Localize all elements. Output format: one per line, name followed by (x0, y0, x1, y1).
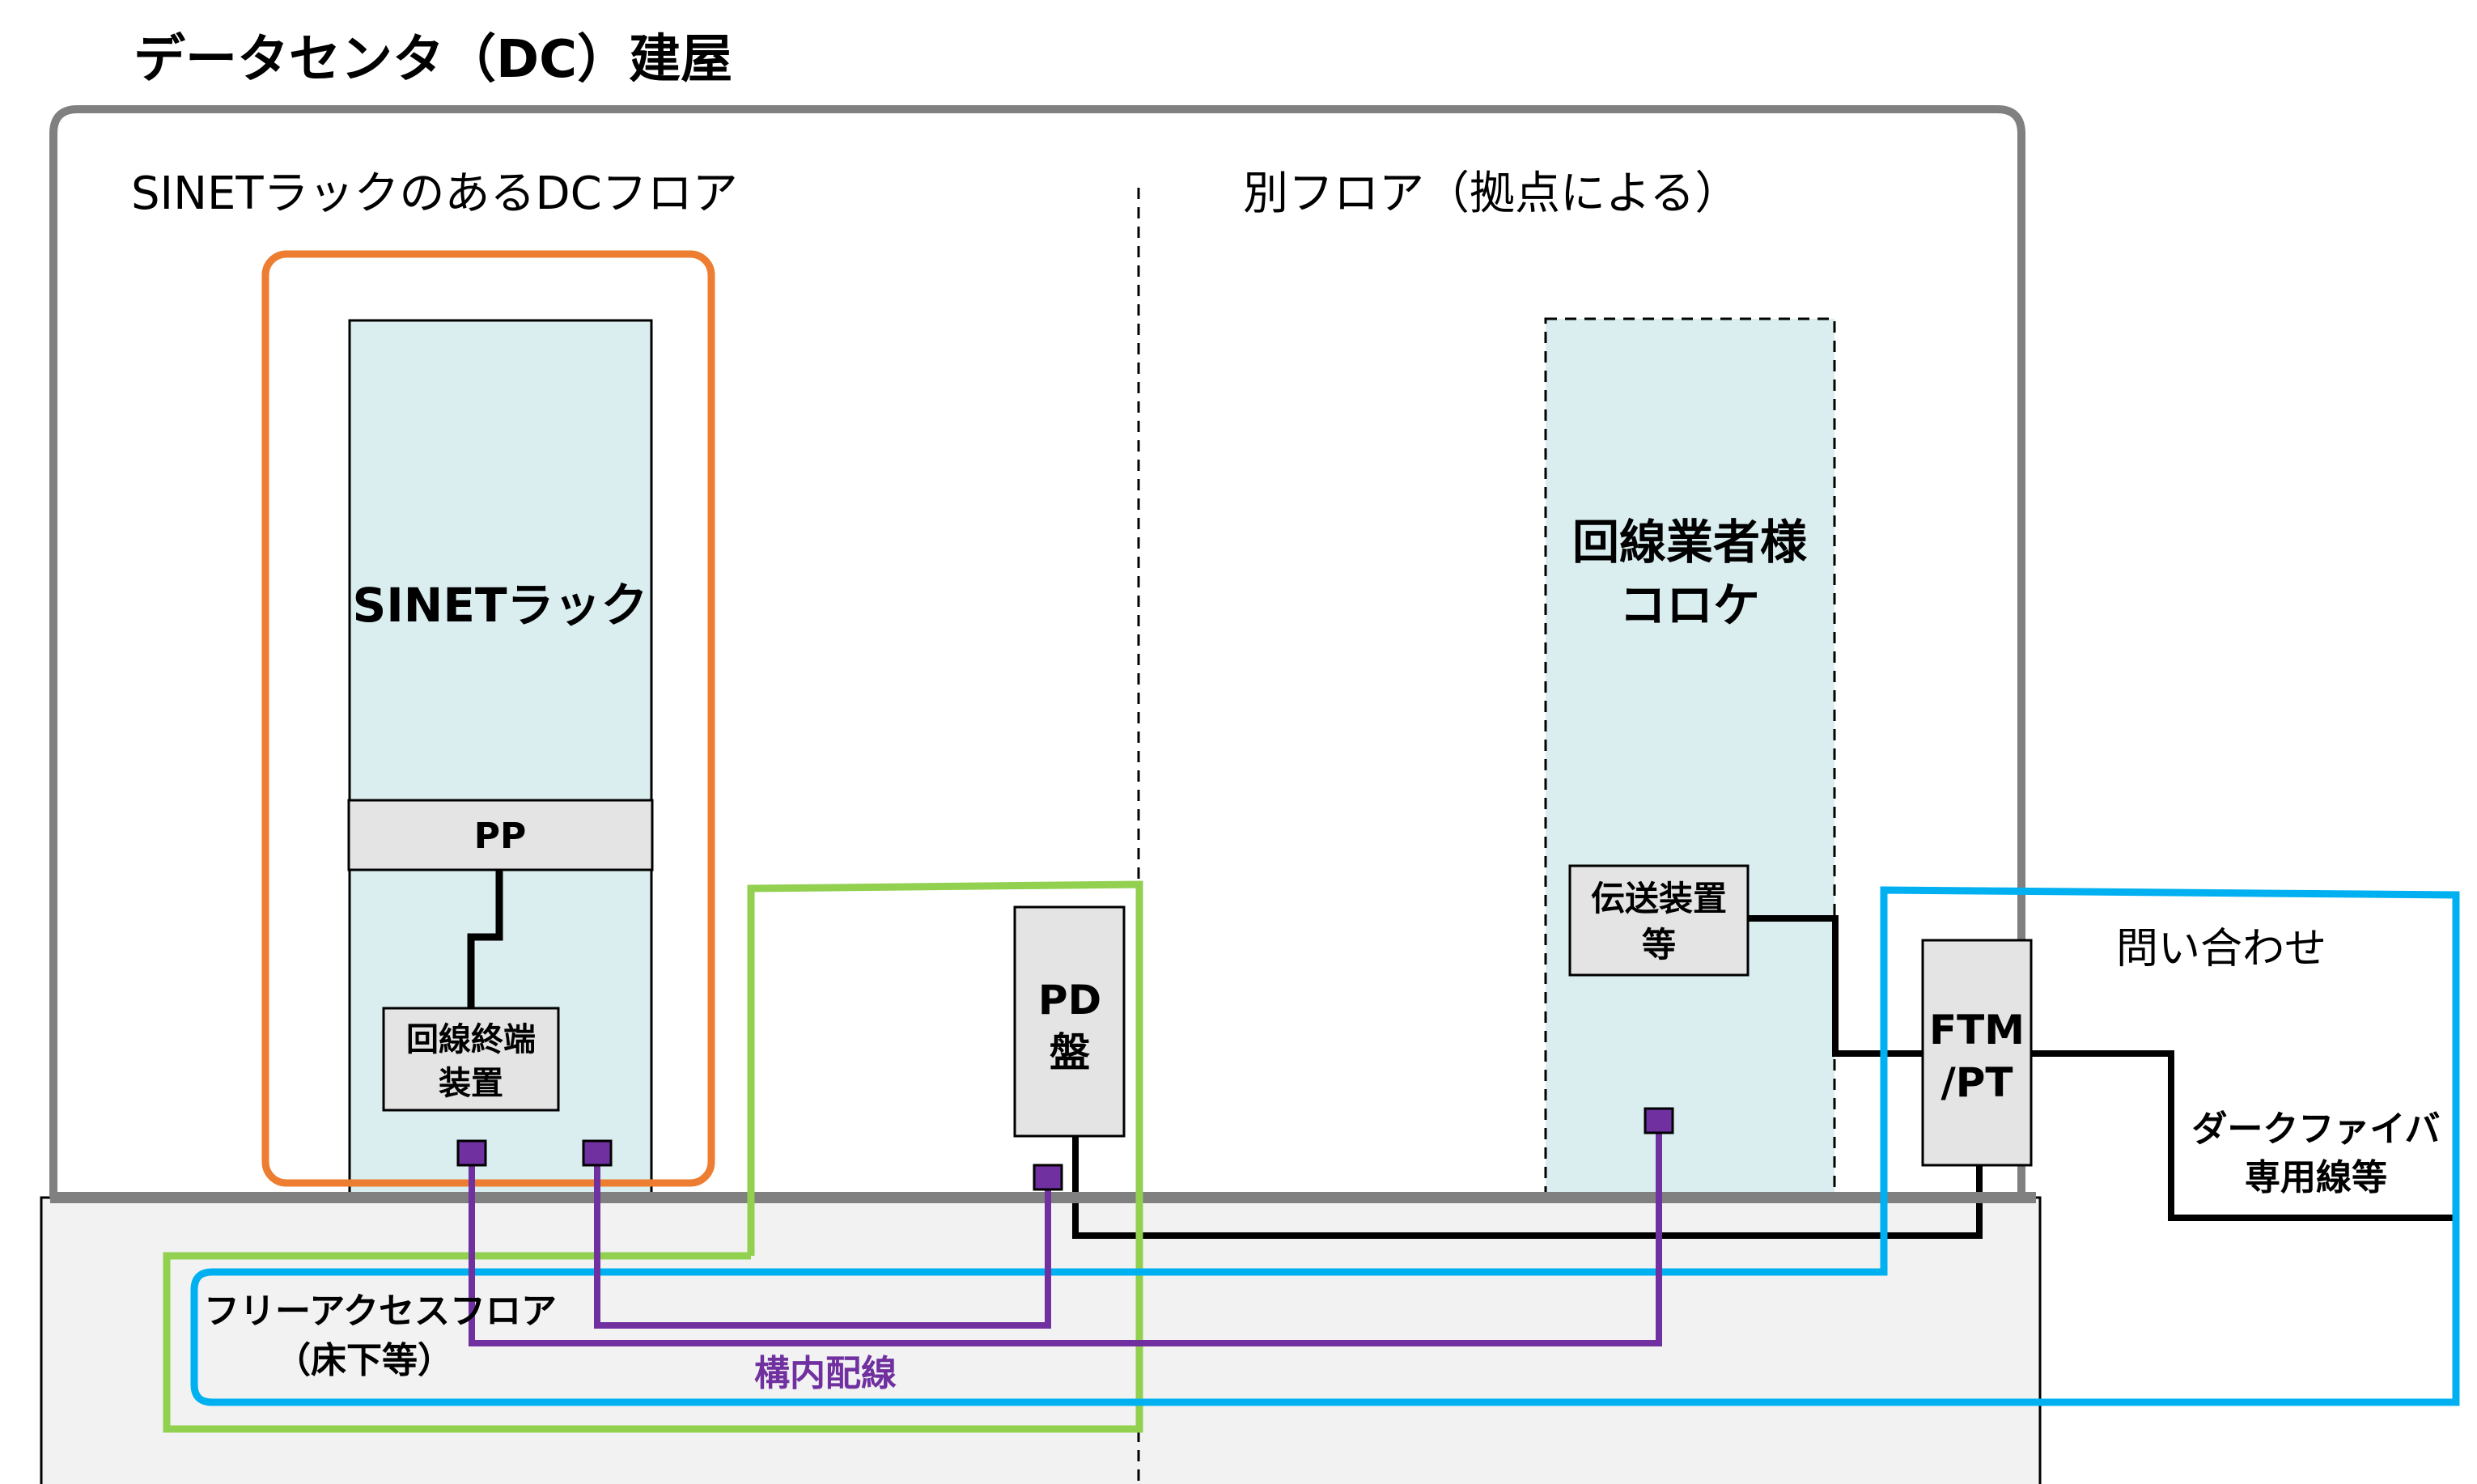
pp-terminal-cable (467, 870, 503, 1008)
page-title: データセンタ（DC）建屋 (134, 30, 732, 90)
wiring-port-colo (1644, 1107, 1674, 1134)
terminal-device (382, 1007, 560, 1112)
patch-panel (347, 799, 654, 871)
terminal-device-label-1: 回線終端 (406, 1021, 536, 1058)
internal-wiring-1 (469, 1133, 1662, 1346)
inquiry-label: 問い合わせ (2116, 925, 2326, 973)
colocation-area (1544, 317, 1836, 1199)
patch-panel-label: PP (474, 816, 527, 857)
dark-fiber-label-2: 専用線等 (2245, 1157, 2387, 1198)
blue-scope-boundary (190, 886, 2460, 1406)
free-access-floor-label-1: フリーアクセスフロア (204, 1291, 557, 1332)
transmission-device-label-2: 等 (1642, 925, 1676, 965)
ftm-pt-device (1921, 939, 2033, 1167)
internal-wiring-label: 構内配線 (754, 1353, 897, 1394)
colocation-label-1: 回線業者様 (1572, 515, 1808, 570)
pd-panel-label-1: PD (1038, 977, 1101, 1024)
wiring-port-2 (582, 1139, 613, 1167)
green-scope-boundary (163, 880, 1143, 1433)
free-access-floor-label-2: （床下等） (275, 1340, 453, 1381)
wiring-port-pd (1033, 1164, 1063, 1191)
terminal-device-label-2: 装置 (439, 1065, 503, 1102)
building-outline (49, 105, 2025, 1198)
pd-panel-label-2: 盤 (1050, 1029, 1090, 1076)
other-floor-label: 別フロア（拠点による） (1243, 167, 1740, 220)
dark-fiber-label-1: ダークファイバ (2191, 1109, 2440, 1150)
transmission-ftm-cable (1748, 915, 1923, 1057)
colocation-label-2: コロケ (1619, 578, 1760, 633)
pd-panel (1013, 905, 1126, 1138)
ftm-label-1: FTM (1929, 1007, 2025, 1054)
sinet-rack-label: SINETラック (352, 578, 647, 633)
wiring-port-1 (456, 1139, 487, 1167)
dark-fiber-cable (2031, 1050, 2454, 1221)
transmission-device-label-1: 伝送装置 (1591, 879, 1727, 918)
ftm-label-2: /PT (1940, 1059, 2013, 1106)
internal-wiring-2 (594, 1165, 1051, 1329)
sinet-scope-boundary (261, 250, 715, 1187)
sinet-floor-label: SINETラックのあるDCフロア (131, 167, 738, 220)
